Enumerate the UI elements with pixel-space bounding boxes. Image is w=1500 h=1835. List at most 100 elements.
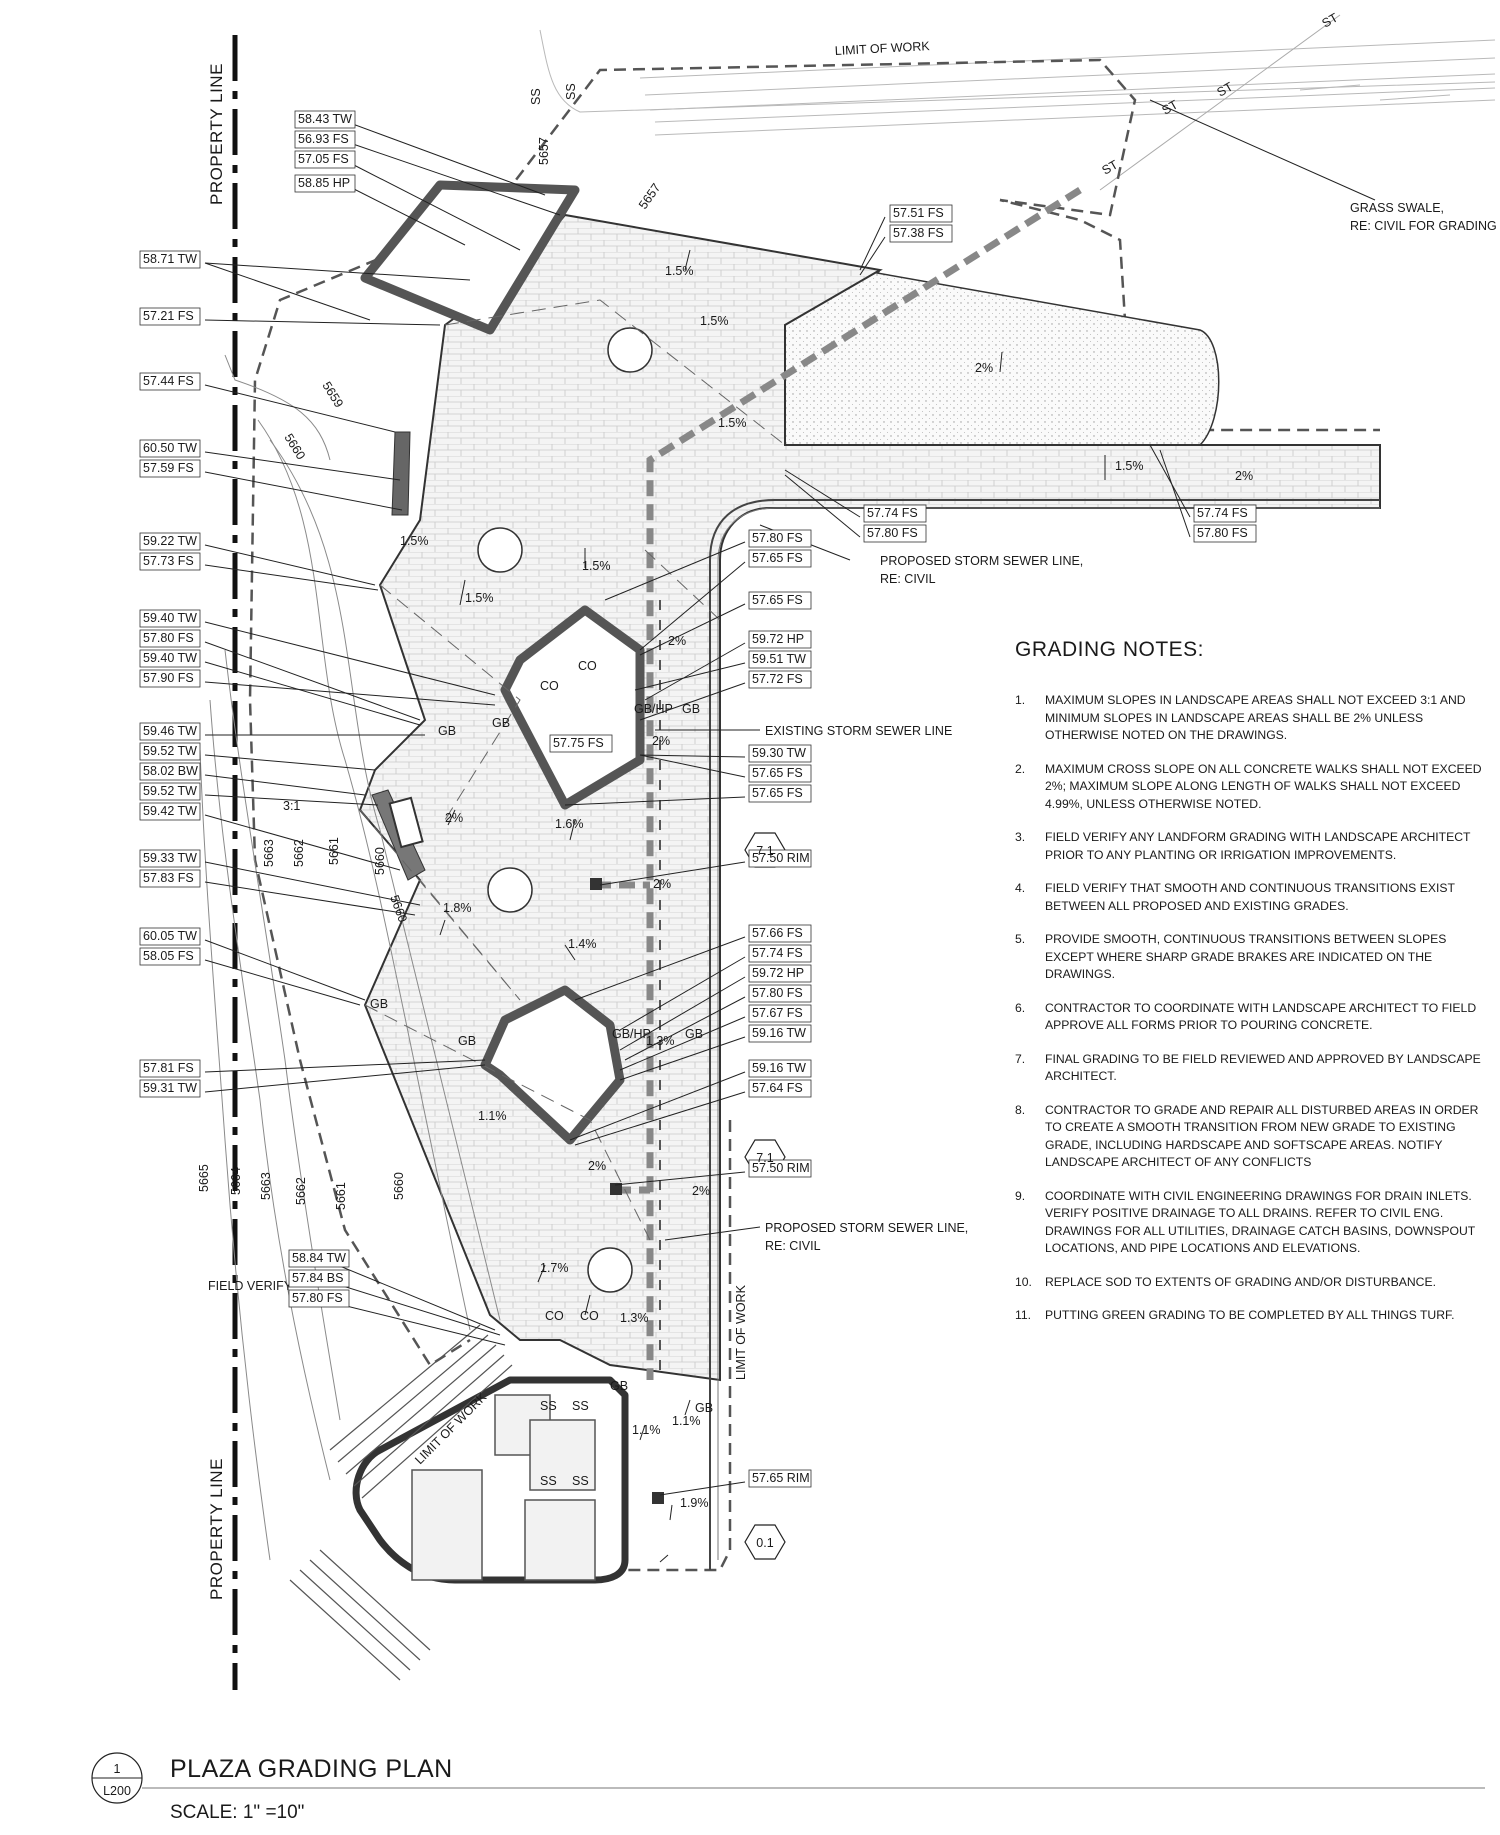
grading-note-text: MAXIMUM SLOPES IN LANDSCAPE AREAS SHALL … xyxy=(1045,693,1466,742)
elevation-label-right: 57.65 FS xyxy=(752,551,803,565)
proposed-storm-label-2: RE: CIVIL xyxy=(880,572,936,586)
grading-note-text: REPLACE SOD TO EXTENTS OF GRADING AND/OR… xyxy=(1045,1274,1436,1289)
building-blocks xyxy=(411,1394,596,1581)
slope-label: 1.9% xyxy=(680,1496,709,1510)
elevation-label-left-box xyxy=(294,130,356,149)
elevation-label-right-box xyxy=(748,744,812,763)
elevation-label-right: 57.65 FS xyxy=(752,766,803,780)
grading-note-number: 9. xyxy=(1015,1188,1026,1203)
slope-label: 1.1% xyxy=(672,1414,701,1428)
elevation-label-left-box xyxy=(139,802,201,821)
elevation-label-right: 59.72 HP xyxy=(752,632,804,646)
grading-note-number: 1. xyxy=(1015,693,1026,707)
utility-mark: SS xyxy=(540,1399,557,1413)
elevation-label-left-box xyxy=(139,307,201,326)
utility-mark: CO xyxy=(578,659,597,673)
elevation-label-left: 57.90 FS xyxy=(143,671,194,685)
elevation-label-left-box xyxy=(288,1289,350,1308)
contour-label: 5665 xyxy=(197,1164,211,1192)
slope-label: 1.6% xyxy=(555,817,584,831)
contour-label: 5660 xyxy=(373,847,387,875)
east-curb xyxy=(709,499,1380,1570)
grading-note-number: 2. xyxy=(1015,761,1026,776)
slope-label: 2% xyxy=(975,361,993,375)
elevation-label-left: 57.80 FS xyxy=(143,631,194,645)
elevation-label-right: 57.65 FS xyxy=(752,786,803,800)
grade-break-label: GB xyxy=(458,1034,476,1048)
elevation-label-left-box xyxy=(139,532,201,551)
utility-mark: CO xyxy=(580,1309,599,1323)
elevation-label-right-box xyxy=(889,204,953,223)
tree-pits xyxy=(477,327,653,1293)
proposed-storm-label-south: PROPOSED STORM SEWER LINE, xyxy=(765,1221,968,1235)
elevation-label-left: 60.50 TW xyxy=(143,441,197,455)
elevation-label-right-box xyxy=(748,1059,812,1078)
grading-note-text: MAXIMUM CROSS SLOPE ON ALL CONCRETE WALK… xyxy=(1045,761,1482,811)
elevation-label-right: 57.74 FS xyxy=(752,946,803,960)
elevation-label-left: 58.71 TW xyxy=(143,252,197,266)
utility-mark: SS xyxy=(564,83,578,100)
contour-label: 5664 xyxy=(229,1167,243,1195)
storm-line-st-top xyxy=(1099,14,1341,191)
sheet-scale: SCALE: 1" =10" xyxy=(170,1802,305,1823)
slope-label: 1.5% xyxy=(718,416,747,430)
elevation-label-right-box xyxy=(748,764,812,783)
elevation-label-left: 57.44 FS xyxy=(143,374,194,388)
seat-wall-west xyxy=(391,431,411,516)
detail-number: 1 xyxy=(114,1762,121,1776)
elevation-label-left: 57.59 FS xyxy=(143,461,194,475)
elevation-label-right: 57.75 FS xyxy=(553,736,604,750)
slope-label: 1.5% xyxy=(1115,459,1144,473)
grade-break-label: GB/HP xyxy=(612,1027,651,1041)
elevation-label-right-box xyxy=(1193,504,1257,523)
sheet-title: PLAZA GRADING PLAN xyxy=(170,1755,453,1783)
elevation-label-right: 57.51 FS xyxy=(893,206,944,220)
elevation-label-left: 58.84 TW xyxy=(292,1251,346,1265)
elevation-label-right: 57.65 FS xyxy=(752,593,803,607)
elevation-label-left-box xyxy=(139,609,201,628)
elevation-label-left: 59.40 TW xyxy=(143,611,197,625)
grading-note: 1. MAXIMUM SLOPES IN LANDSCAPE AREAS SHAL… xyxy=(1015,692,1485,745)
slope-label: 1.3% xyxy=(646,1034,675,1048)
grading-note-number: 5. xyxy=(1015,932,1026,946)
elevation-label-left-box xyxy=(139,742,201,761)
elevation-label-left-box xyxy=(139,649,201,668)
grading-note-number: 4. xyxy=(1015,881,1026,895)
elevation-label-right: 57.74 FS xyxy=(867,506,918,520)
elevation-label-left: 57.80 FS xyxy=(292,1291,343,1305)
elevation-label-right-box xyxy=(748,984,812,1003)
slope-label: 2% xyxy=(445,811,463,825)
slope-label: 1.5% xyxy=(582,559,611,573)
left-leader-lines xyxy=(204,122,561,1346)
slope-label: 1.5% xyxy=(465,591,494,605)
elevation-label-left-box xyxy=(139,1059,201,1078)
utility-mark: SS xyxy=(540,1474,557,1488)
right-leader-lines xyxy=(564,99,1376,1496)
elevation-label-right-box xyxy=(748,784,812,803)
utility-mark: ST xyxy=(1100,157,1121,177)
grading-notes: GRADING NOTES: 1.MAXIMUM SLOPES IN LANDS… xyxy=(1015,638,1485,1341)
elevation-label-right-box xyxy=(748,591,812,610)
elevation-label-left-box xyxy=(139,669,201,688)
utility-mark: CO xyxy=(545,1309,564,1323)
east-curb-inner xyxy=(717,507,1380,1560)
grading-note-number: 7. xyxy=(1015,1051,1026,1066)
elevation-label-right-box xyxy=(748,549,812,568)
elevation-label-left: 57.73 FS xyxy=(143,554,194,568)
slope-label: 1.3% xyxy=(620,1311,649,1325)
grading-note: 9.COORDINATE WITH CIVIL ENGINEERING DRAW… xyxy=(1015,1188,1485,1258)
elevation-label-right-box xyxy=(889,224,953,243)
contour-label: 5660 xyxy=(387,893,410,924)
grading-note-number: 10. xyxy=(1015,1274,1032,1289)
limit-of-work-label-east: LIMIT OF WORK xyxy=(734,1284,748,1380)
utility-mark: CO xyxy=(540,679,559,693)
elevation-label-left: 58.85 HP xyxy=(298,176,350,190)
grading-note-number: 11. xyxy=(1015,1308,1032,1322)
grading-notes-list: 1. MAXIMUM SLOPES IN LANDSCAPE AREAS SHAL… xyxy=(1015,692,1485,1325)
elevation-label-right: 57.67 FS xyxy=(752,1006,803,1020)
elevation-label-left: 57.84 BS xyxy=(292,1271,343,1285)
elevation-label-left: 59.52 TW xyxy=(143,784,197,798)
grading-note-text: CONTRACTOR TO GRADE AND REPAIR ALL DISTU… xyxy=(1045,1102,1479,1170)
elevation-label-left: 58.43 TW xyxy=(298,112,352,126)
